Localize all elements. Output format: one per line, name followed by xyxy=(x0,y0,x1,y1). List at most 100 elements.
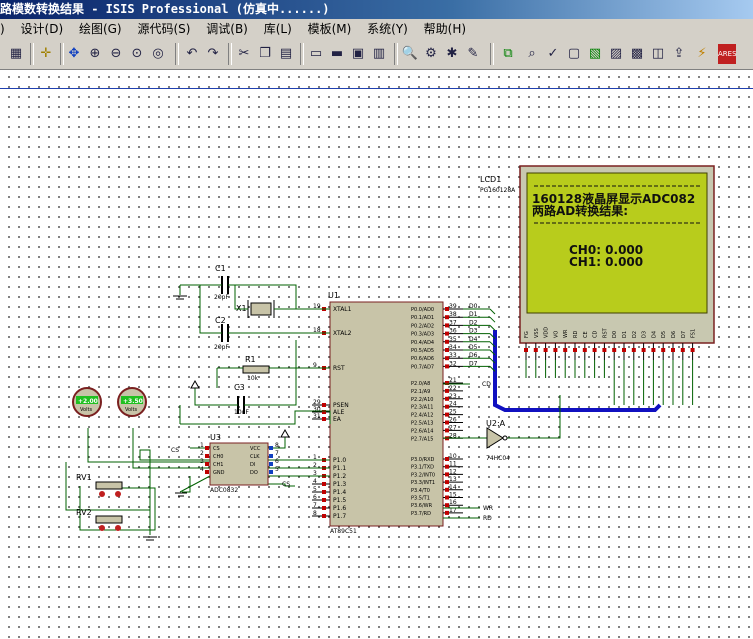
lcd-pin-name: D2 xyxy=(632,331,638,338)
zoom-out-icon[interactable]: ⊖ xyxy=(110,46,122,61)
redo-icon[interactable]: ↷ xyxy=(207,46,219,61)
origin-icon[interactable]: ✛ xyxy=(40,46,52,61)
toolbar-separator xyxy=(228,43,232,65)
u1-pin-number: 15 xyxy=(449,492,457,499)
rv1-dec-button[interactable] xyxy=(99,491,105,497)
u3-ref: U3 xyxy=(210,433,221,442)
voltmeter-2[interactable]: +3.50 Volts xyxy=(117,387,147,417)
zoom-in-icon[interactable]: ⊕ xyxy=(89,46,101,61)
export-icon[interactable]: ⇪ xyxy=(673,46,685,61)
u2-body xyxy=(486,427,504,449)
cut-icon[interactable]: ✂ xyxy=(238,46,250,61)
lcd-pin-name: RST xyxy=(602,327,608,338)
paste-icon[interactable]: ▤ xyxy=(279,46,293,61)
cap-c3[interactable]: C3 10uF xyxy=(234,383,249,416)
u1-pin-number: 16 xyxy=(449,499,457,506)
new-sheet-icon[interactable]: ▢ xyxy=(567,46,581,61)
lcd-pin-state xyxy=(533,348,538,352)
u1-pin-state xyxy=(445,388,449,393)
u3-pin-name: DI xyxy=(250,462,255,468)
c3-value: 10uF xyxy=(234,409,249,416)
voltmeter-1[interactable]: +2.00 Volts xyxy=(72,387,102,417)
u3-pin-state xyxy=(269,454,273,458)
undo-icon[interactable]: ↶ xyxy=(186,46,198,61)
menu-system[interactable]: 系统(Y) xyxy=(367,22,408,36)
zoom-all-icon[interactable]: ⊙ xyxy=(131,46,143,61)
package-tool-icon[interactable]: ✱ xyxy=(446,46,458,61)
erc-icon[interactable]: ▨ xyxy=(609,46,623,61)
ground-icon xyxy=(175,492,187,497)
lcd-pin-name: CD xyxy=(593,331,599,338)
u1-pin-state xyxy=(445,464,449,469)
voltmeter-2-unit: Volts xyxy=(125,407,137,413)
bus-net-label: D3 xyxy=(469,328,478,335)
menu-prefix: ) xyxy=(0,22,5,36)
ares-icon[interactable]: ARES xyxy=(718,44,737,64)
menu-help[interactable]: 帮助(H) xyxy=(423,22,467,36)
u3-pin-name: GND xyxy=(213,470,225,476)
lcd-pin-state xyxy=(641,348,646,352)
wire xyxy=(179,284,330,310)
zoom-area-icon[interactable]: ◎ xyxy=(152,46,164,61)
rv1-inc-button[interactable] xyxy=(115,491,121,497)
wire xyxy=(234,285,296,310)
u1-pin-state xyxy=(445,404,449,409)
menu-design[interactable]: 设计(D) xyxy=(20,22,64,36)
u2-inverter[interactable]: U2:A 74HC04 xyxy=(486,419,510,462)
block-delete-icon[interactable]: ▥ xyxy=(372,46,386,61)
u3-pin-state xyxy=(205,454,209,458)
block-copy-icon[interactable]: ▭ xyxy=(309,46,323,61)
u3-pin-state xyxy=(205,470,209,474)
cap-c1[interactable]: C1 20pF xyxy=(214,264,229,301)
u3-pin-number: 6 xyxy=(275,458,279,465)
u1-pin-number: 36 xyxy=(449,328,457,335)
wire xyxy=(87,428,210,469)
property-assign-icon[interactable]: ✓ xyxy=(547,46,559,61)
lcd-line1: 160128液晶屏显示ADC082 xyxy=(532,191,695,206)
search-tag-icon[interactable]: ⌕ xyxy=(528,46,536,61)
bus-net-label: D4 xyxy=(469,336,478,343)
rv2-inc-button[interactable] xyxy=(115,525,121,531)
lcd-pin-name: D0 xyxy=(612,331,618,338)
u1-pin-state xyxy=(445,487,449,492)
bom-icon[interactable]: ▧ xyxy=(588,46,602,61)
netlist-icon[interactable]: ▩ xyxy=(630,46,644,61)
ares-link-icon[interactable]: ◫ xyxy=(651,46,665,61)
lcd-pin-name: D1 xyxy=(622,331,628,338)
wire-autorouter-icon[interactable]: ⧉ xyxy=(503,46,513,61)
u1-pin-state xyxy=(445,428,449,433)
lcd-module[interactable]: 160128液晶屏显示ADC082 两路AD转换结果: CH0: 0.000 C… xyxy=(519,165,715,405)
flash-icon[interactable]: ⚡ xyxy=(697,46,707,61)
make-device-icon[interactable]: ⚙ xyxy=(425,46,437,61)
block-move-icon[interactable]: ▬ xyxy=(330,46,344,61)
u1-pin-number: 35 xyxy=(449,336,457,343)
resistor-r1[interactable]: R1 10k xyxy=(242,355,270,382)
rv2-dec-button[interactable] xyxy=(99,525,105,531)
menu-debug[interactable]: 调试(B) xyxy=(206,22,248,36)
pick-device-icon[interactable]: 🔍 xyxy=(401,46,419,61)
copy-icon[interactable]: ❐ xyxy=(259,46,271,61)
toolbar-separator xyxy=(30,43,34,65)
pan-icon[interactable]: ✥ xyxy=(68,46,80,61)
u1-pin-number: 18 xyxy=(313,327,321,334)
potentiometer-rv1[interactable]: RV1 xyxy=(76,473,123,497)
grid-icon[interactable]: ▦ xyxy=(9,46,23,61)
u1-pin-number: 25 xyxy=(449,409,457,416)
lcd-pin-state xyxy=(553,348,558,352)
menu-graph[interactable]: 绘图(G) xyxy=(78,22,122,36)
u1-pin-name: P1.1 xyxy=(333,465,346,472)
menu-source[interactable]: 源代码(S) xyxy=(137,22,191,36)
u1-pin-state xyxy=(445,420,449,425)
block-rotate-icon[interactable]: ▣ xyxy=(351,46,365,61)
menu-template[interactable]: 模板(M) xyxy=(307,22,352,36)
u1-pin-state xyxy=(322,410,326,414)
u1-pin-name: XTAL2 xyxy=(333,330,352,337)
bus-tap-diag xyxy=(489,316,496,323)
decompose-icon[interactable]: ✎ xyxy=(467,46,479,61)
u1-pin-name: P0.1/AD1 xyxy=(411,315,434,321)
menu-library[interactable]: 库(L) xyxy=(263,22,292,36)
potentiometer-rv2[interactable]: RV2 xyxy=(76,508,123,531)
u1-pin-name: P2.6/A14 xyxy=(411,428,433,434)
